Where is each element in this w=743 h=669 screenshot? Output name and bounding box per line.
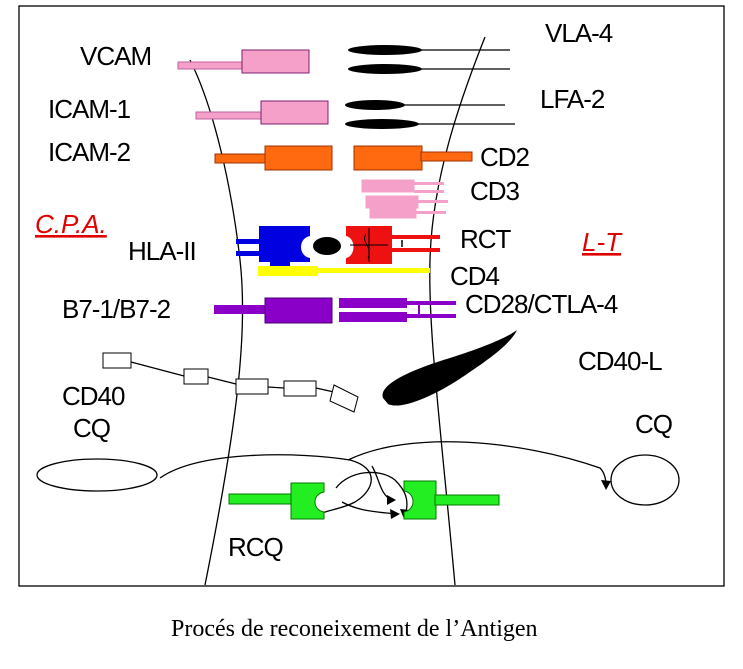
diagram-frame [18, 5, 725, 587]
label-b7: B7-1/B7-2 [62, 294, 171, 324]
label-hla-ii: HLA-II [128, 236, 196, 266]
label-cd3: CD3 [470, 176, 520, 206]
label-cd28-ctla4: CD28/CTLA-4 [465, 289, 618, 319]
cd2-molecule [353, 145, 473, 171]
label-cd2: CD2 [480, 142, 530, 172]
label-cq-left: CQ [73, 413, 110, 443]
icam2-molecule [214, 145, 333, 171]
antigen-peptide [313, 237, 341, 255]
label-cd4: CD4 [450, 261, 500, 291]
vla4-molecule [348, 45, 510, 74]
signal-arrows [159, 441, 611, 519]
label-icam2: ICAM-2 [48, 137, 131, 167]
label-vcam: VCAM [80, 41, 151, 71]
vcam-molecule [177, 49, 310, 74]
hla-ii-molecule [236, 226, 310, 268]
label-rct: RCT [460, 224, 512, 254]
icam1-molecule [195, 100, 329, 125]
label-rcq: RCQ [228, 532, 283, 562]
label-icam1: ICAM-1 [48, 94, 131, 124]
lfa2-molecule [345, 100, 515, 129]
cd40l-molecule [382, 330, 517, 406]
rcq-right-receptor [403, 480, 500, 520]
label-cq-right: CQ [635, 409, 672, 439]
rct-molecule [346, 226, 440, 264]
apc-membrane [189, 59, 244, 586]
cd40-chain [102, 352, 359, 413]
label-lfa2: LFA-2 [540, 84, 605, 114]
t-cell-membrane [429, 36, 486, 586]
label-cd40l: CD40-L [578, 346, 662, 376]
figure-caption: Procés de reconeixement de l’Antigen [171, 616, 538, 642]
label-lt: L-T [582, 227, 623, 257]
label-cpa: C.P.A. [35, 209, 107, 239]
rcq-left-receptor [228, 482, 325, 520]
cd28-ctla4-molecule [339, 298, 456, 322]
b7-molecule [214, 297, 333, 324]
label-vla4: VLA-4 [545, 18, 613, 48]
cq-right-cell [610, 454, 680, 506]
label-cd40: CD40 [62, 381, 125, 411]
cd4-molecule [258, 266, 430, 276]
cd3-molecule [361, 179, 448, 219]
cq-left-cell [36, 458, 158, 492]
